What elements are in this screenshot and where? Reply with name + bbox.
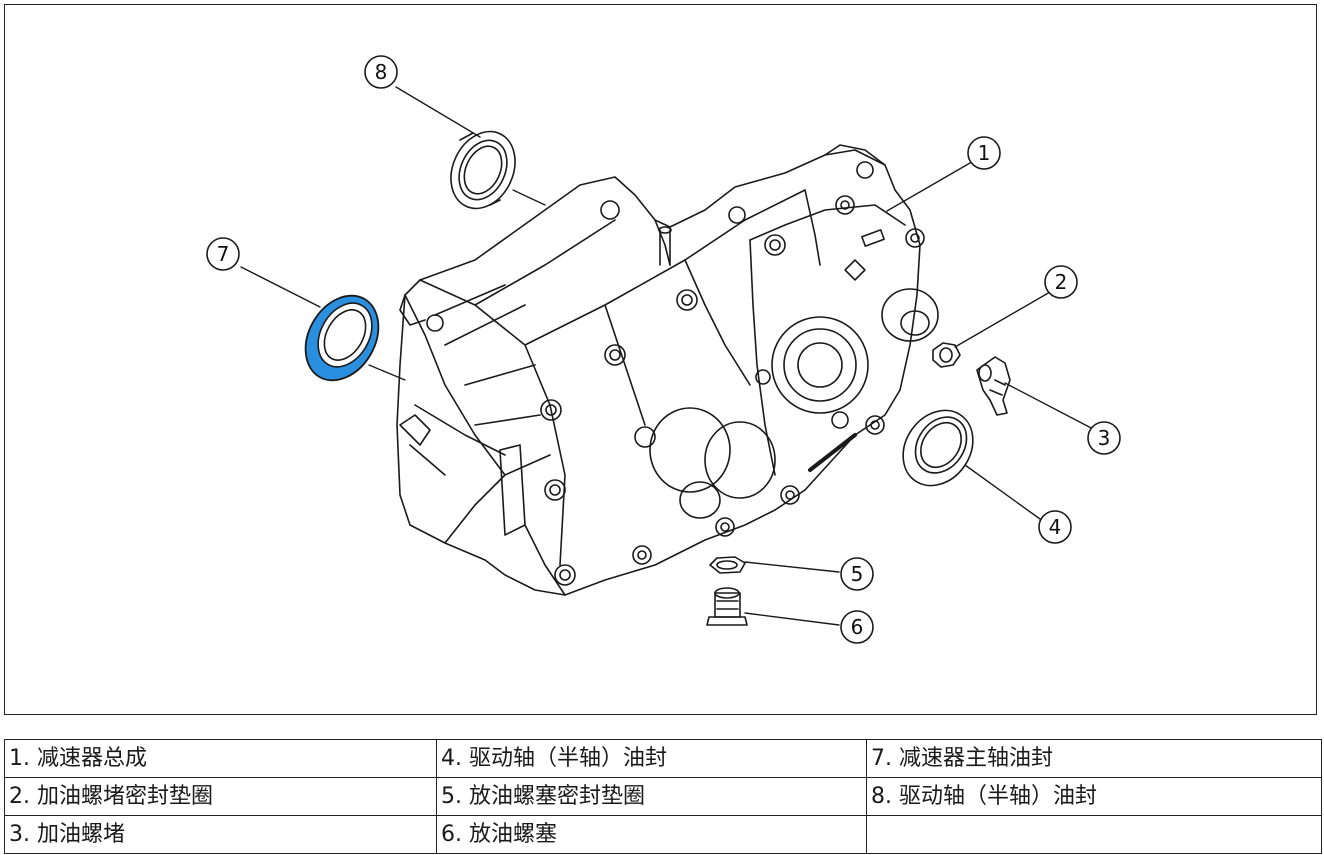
legend-row: 1. 减速器总成 4. 驱动轴（半轴）油封 7. 减速器主轴油封	[4, 739, 1322, 778]
oil-seal-8	[450, 130, 546, 210]
callout-number: 3	[1098, 426, 1111, 450]
legend-cell: 8. 驱动轴（半轴）油封	[866, 777, 1322, 816]
callout-5: 5	[840, 557, 874, 591]
callout-8: 8	[364, 55, 398, 89]
legend-cell	[866, 815, 1322, 854]
legend-cell: 5. 放油螺塞密封垫圈	[436, 777, 867, 816]
callout-number: 7	[217, 242, 230, 266]
legend-cell: 4. 驱动轴（半轴）油封	[436, 739, 867, 778]
reducer-housing	[396, 144, 939, 596]
callout-2: 2	[1044, 265, 1078, 299]
callout-number: 2	[1055, 270, 1068, 294]
legend-row: 3. 加油螺堵 6. 放油螺塞	[4, 815, 1322, 854]
washer-5	[709, 556, 746, 574]
oil-seal-4	[902, 409, 974, 487]
callout-6: 6	[840, 610, 874, 644]
drain-plug-6	[706, 587, 748, 626]
leader-lines	[240, 86, 1096, 626]
legend-cell: 6. 放油螺塞	[436, 815, 867, 854]
legend-cell: 7. 减速器主轴油封	[866, 739, 1322, 778]
callout-number: 6	[851, 615, 864, 639]
legend-row: 2. 加油螺堵密封垫圈 5. 放油螺塞密封垫圈 8. 驱动轴（半轴）油封	[4, 777, 1322, 816]
callout-1: 1	[967, 136, 1001, 170]
callout-number: 5	[851, 562, 864, 586]
reducer-drawing: 8 1 2 3 4 5 6 7	[206, 55, 1121, 644]
parts-legend-table: 1. 减速器总成 4. 驱动轴（半轴）油封 7. 减速器主轴油封 2. 加油螺堵…	[4, 739, 1322, 854]
oil-seal-7	[304, 294, 406, 382]
washer-2	[932, 342, 961, 368]
callout-number: 1	[978, 141, 991, 165]
callout-3: 3	[1087, 421, 1121, 455]
legend-cell: 2. 加油螺堵密封垫圈	[4, 777, 437, 816]
callout-number: 8	[375, 60, 388, 84]
callout-number: 4	[1049, 515, 1062, 539]
filler-plug-3	[976, 356, 1011, 416]
legend-cell: 1. 减速器总成	[4, 739, 437, 778]
exploded-diagram: 8 1 2 3 4 5 6 7	[4, 4, 1317, 715]
legend-cell: 3. 加油螺堵	[4, 815, 437, 854]
callout-7: 7	[206, 237, 240, 271]
callout-4: 4	[1038, 510, 1072, 544]
